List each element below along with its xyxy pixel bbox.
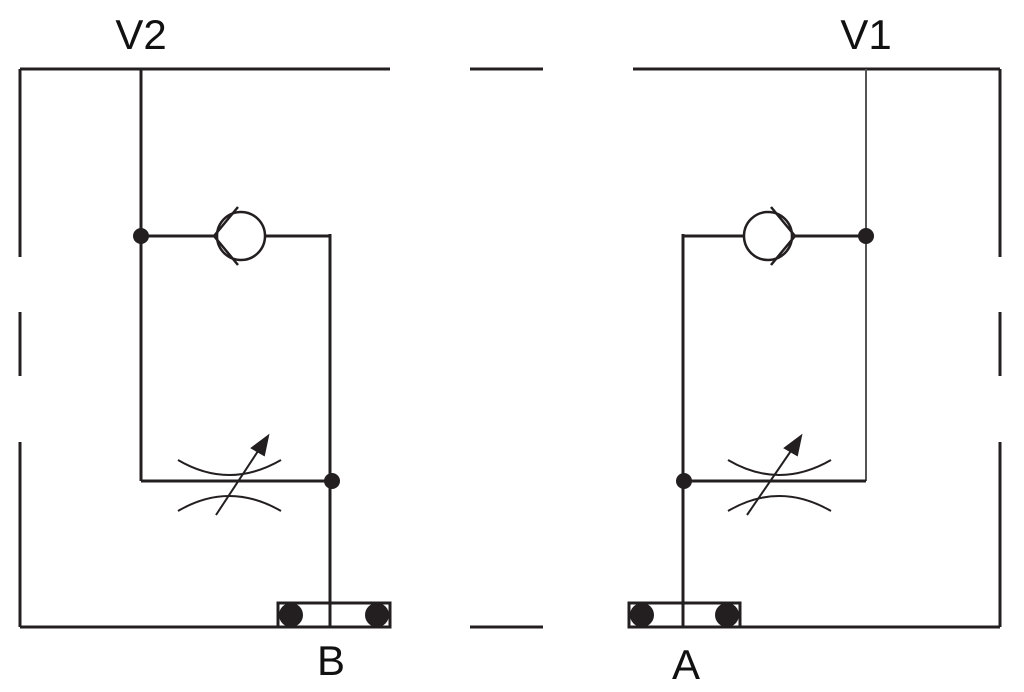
port-label-v1: V1 <box>840 11 892 58</box>
port-label-a: A <box>671 641 701 688</box>
junction-dot <box>676 473 692 489</box>
center-break-dashes <box>470 67 543 629</box>
left-circuit <box>133 69 392 629</box>
junction-dot <box>858 228 874 244</box>
port-seal-a-icon <box>627 601 742 629</box>
port-label-b: B <box>316 637 346 684</box>
left-housing-outline <box>18 67 390 629</box>
right-circuit <box>627 69 874 629</box>
junction-dot <box>324 473 340 489</box>
adjustable-throttle-icon <box>177 433 282 516</box>
check-valve-icon <box>742 206 797 266</box>
port-label-v2: V2 <box>115 11 167 58</box>
right-housing-outline <box>633 67 1002 629</box>
port-seal-b-icon <box>276 601 392 629</box>
check-valve-icon <box>212 206 267 266</box>
junction-dot <box>133 228 149 244</box>
adjustable-throttle-icon <box>727 433 832 516</box>
